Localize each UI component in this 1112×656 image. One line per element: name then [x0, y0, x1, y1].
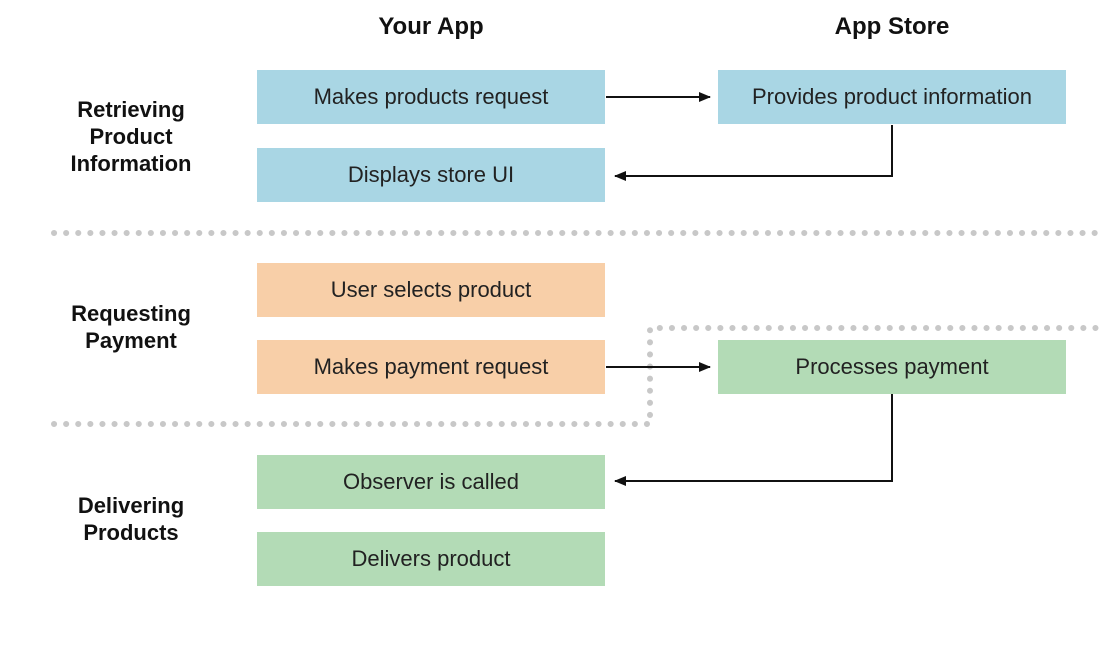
- divider-requesting-delivering: [51, 325, 1103, 427]
- box-delivers-product: Delivers product: [257, 532, 605, 586]
- section-label-delivering: Delivering Products: [77, 493, 185, 545]
- box-observer-is-called: Observer is called: [257, 455, 605, 509]
- section-label-requesting: Requesting Payment: [71, 301, 191, 353]
- column-header-your-app: Your App: [378, 13, 484, 40]
- arrow-provides-to-display: [614, 125, 893, 181]
- box-makes-products-request: Makes products request: [257, 70, 605, 124]
- box-user-selects-product: User selects product: [257, 263, 605, 317]
- box-processes-payment: Processes payment: [718, 340, 1066, 394]
- arrow-processes-to-observer: [614, 394, 893, 486]
- box-provides-product-information: Provides product information: [718, 70, 1066, 124]
- section-label-retrieving: Retrieving Product Information: [70, 97, 192, 176]
- box-displays-store-ui: Displays store UI: [257, 148, 605, 202]
- box-makes-payment-request: Makes payment request: [257, 340, 605, 394]
- column-header-app-store: App Store: [834, 13, 950, 40]
